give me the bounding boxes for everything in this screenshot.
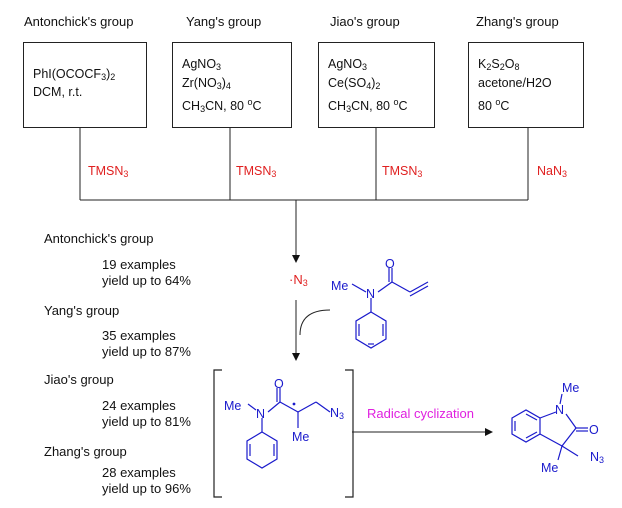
conditions-box-jiao: AgNO3 Ce(SO4)2 CH3CN, 80 oC: [318, 42, 435, 128]
conditions-box-zhang: K2S2O8 acetone/H2O 80 oC: [468, 42, 584, 128]
label-n: N: [256, 407, 265, 421]
result-stats-jiao: 24 examples yield up to 81%: [102, 398, 191, 430]
examples-count: 24 examples: [102, 398, 176, 413]
reagent-label-antonchick: TMSN3: [88, 164, 129, 179]
examples-count: 19 examples: [102, 257, 176, 272]
label-me: Me: [224, 399, 241, 413]
label-o: O: [385, 257, 395, 271]
result-stats-yang: 35 examples yield up to 87%: [102, 328, 191, 360]
condition-line: AgNO3: [328, 57, 368, 72]
label-me: Me: [562, 381, 579, 395]
yield-max: yield up to 64%: [102, 273, 191, 288]
bracket-right: [345, 369, 354, 498]
label-n: N: [366, 287, 375, 301]
result-stats-antonchick: 19 examples yield up to 64%: [102, 257, 191, 289]
condition-line: Zr(NO3)4: [182, 76, 231, 91]
result-group-yang: Yang's group: [44, 303, 120, 318]
label-o: O: [589, 423, 599, 437]
condition-line: PhI(OCOCF3)2: [33, 67, 116, 82]
product-azide: N3: [590, 450, 605, 465]
condition-line: CH3CN, 80 oC: [328, 97, 408, 114]
group-name-yang: Yang's group: [186, 14, 262, 29]
examples-count: 28 examples: [102, 465, 176, 480]
bracket-left: [213, 369, 222, 498]
step-label: Radical cyclization: [367, 406, 474, 421]
result-group-zhang: Zhang's group: [44, 444, 127, 459]
condition-line: DCM, r.t.: [33, 85, 83, 99]
condition-line: 80 oC: [478, 97, 510, 113]
acrylamide-structure: [351, 268, 429, 349]
conditions-box-antonchick: PhI(OCOCF3)2 DCM, r.t.: [23, 42, 147, 128]
radical-dot-label: ·: [289, 272, 294, 287]
group-name-jiao: Jiao's group: [330, 14, 400, 29]
label-me: Me: [331, 279, 348, 293]
label-me: Me: [292, 430, 309, 444]
reagent-label-jiao: TMSN3: [382, 164, 423, 179]
reagent-label-zhang: NaN3: [537, 164, 568, 179]
examples-count: 35 examples: [102, 328, 176, 343]
yield-max: yield up to 87%: [102, 344, 191, 359]
result-stats-zhang: 28 examples yield up to 96%: [102, 465, 191, 497]
result-group-antonchick: Antonchick's group: [44, 231, 154, 246]
label-o: O: [274, 377, 284, 391]
group-name-zhang: Zhang's group: [476, 14, 559, 29]
intermediate-structure: [246, 388, 331, 469]
intermediate-azide: N3: [330, 406, 345, 421]
result-group-jiao: Jiao's group: [44, 372, 114, 387]
condition-line: acetone/H2O: [478, 76, 552, 90]
conditions-box-yang: AgNO3 Zr(NO3)4 CH3CN, 80 oC: [172, 42, 292, 128]
condition-line: K2S2O8: [478, 57, 520, 72]
condition-line: CH3CN, 80 oC: [182, 97, 262, 114]
curved-arrow: [299, 309, 331, 336]
radical-dot: [292, 402, 296, 406]
label-me: Me: [541, 461, 558, 475]
label-n: N: [555, 403, 564, 417]
yield-max: yield up to 96%: [102, 481, 191, 496]
yield-max: yield up to 81%: [102, 414, 191, 429]
reagent-label-yang: TMSN3: [236, 164, 277, 179]
group-name-antonchick: Antonchick's group: [24, 14, 134, 29]
azide-radical: ·N3: [289, 272, 308, 288]
condition-line: AgNO3: [182, 57, 222, 72]
oxindole-structure: [511, 393, 588, 461]
condition-line: Ce(SO4)2: [328, 76, 381, 91]
